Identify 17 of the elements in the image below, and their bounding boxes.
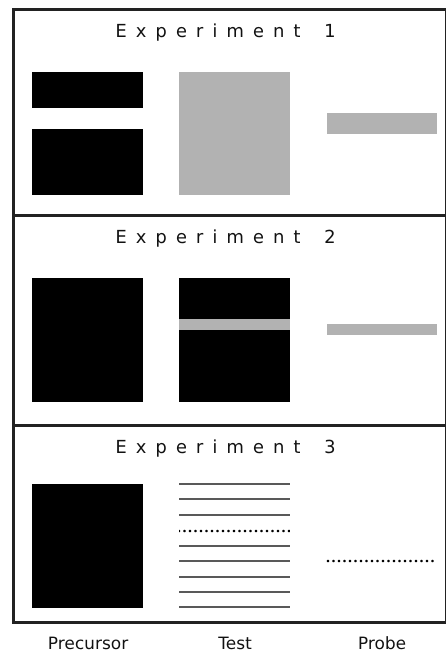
column-label: Precursor: [48, 634, 128, 654]
stimulus-bar: [327, 324, 437, 335]
stimulus-block: [179, 278, 290, 402]
stimulus-block: [32, 278, 143, 402]
stimulus-bar: [327, 113, 437, 134]
panel-heading: Experiment 2: [114, 227, 346, 248]
stimulus-block: [32, 129, 143, 195]
experiment-panel: [12, 424, 446, 624]
panel-heading: Experiment 1: [114, 21, 346, 42]
stimulus-block: [179, 72, 290, 195]
column-label: Test: [218, 634, 252, 654]
stimulus-block: [32, 72, 143, 108]
stimulus-block: [32, 484, 143, 608]
experiment-panel: [12, 8, 446, 217]
column-label: Probe: [358, 634, 406, 654]
panel-heading: Experiment 3: [114, 437, 346, 458]
experiment-panel: [12, 214, 446, 427]
